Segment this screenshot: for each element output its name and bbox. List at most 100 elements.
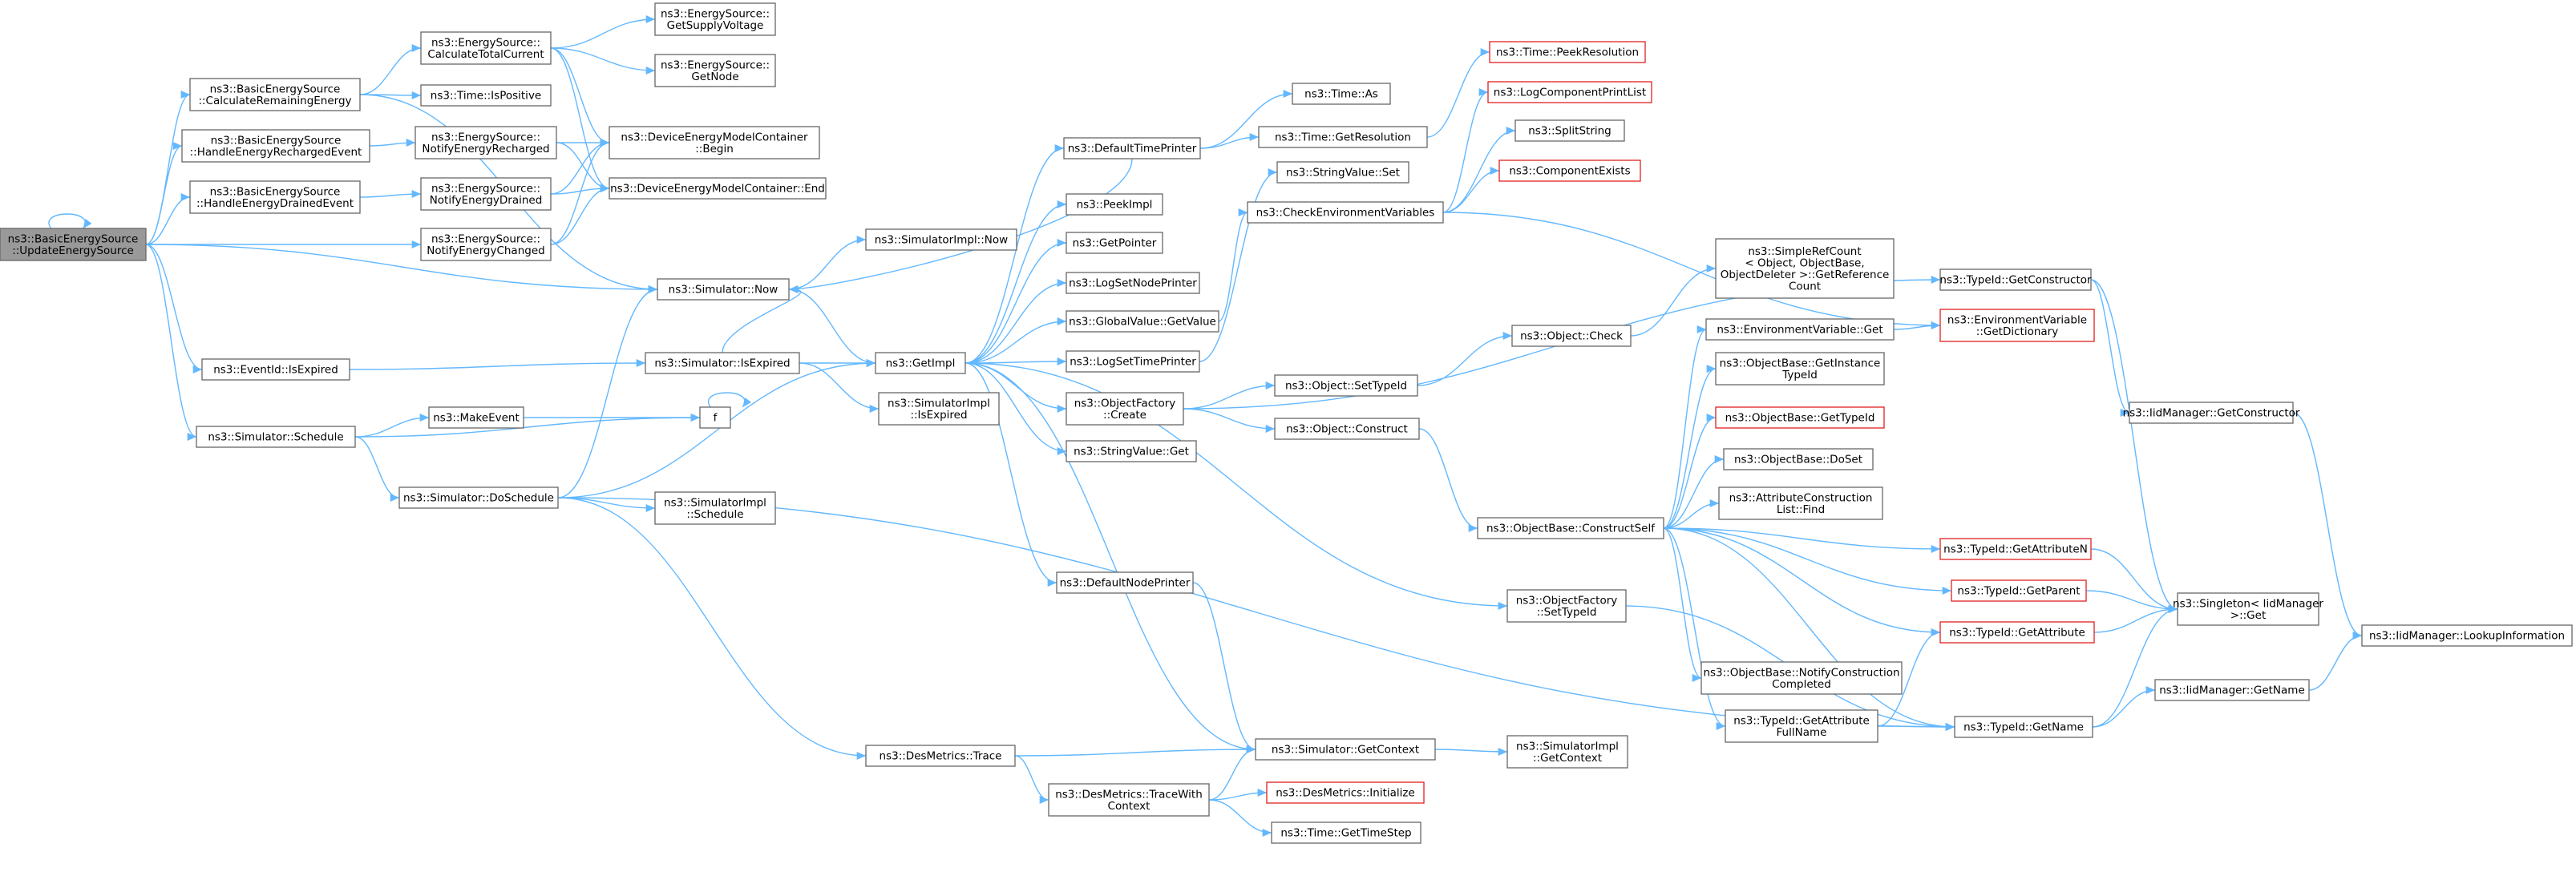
node-objectCheck[interactable]: ns3::Object::Check <box>1511 325 1632 347</box>
edge-simSchedule-to-makeEvent <box>354 413 430 438</box>
node-objectBaseConstructSelf[interactable]: ns3::ObjectBase::ConstructSelf <box>1477 517 1664 539</box>
node-objectBaseNotifyConstructionCompleted[interactable]: ns3::ObjectBase::NotifyConstructionCompl… <box>1700 661 1903 695</box>
node-objectBaseGetTypeId[interactable]: ns3::ObjectBase::GetTypeId <box>1715 406 1885 429</box>
node-objectBaseDoSet[interactable]: ns3::ObjectBase::DoSet <box>1723 448 1874 470</box>
node-notifyDrained[interactable]: ns3::EnergySource::NotifyEnergyDrained <box>420 177 552 211</box>
node-simNow[interactable]: ns3::Simulator::Now <box>657 278 790 301</box>
node-label: ::SetTypeId <box>1537 606 1597 619</box>
node-box <box>1487 81 1652 103</box>
node-demcBegin[interactable]: ns3::DeviceEnergyModelContainer::Begin <box>609 126 820 159</box>
node-f[interactable]: f <box>699 406 731 429</box>
node-typeIdGetAttribute[interactable]: ns3::TypeId::GetAttribute <box>1939 621 2095 644</box>
node-typeIdGetParent[interactable]: ns3::TypeId::GetParent <box>1951 579 2087 602</box>
node-getPointer[interactable]: ns3::GetPointer <box>1066 232 1163 254</box>
node-simImplNow[interactable]: ns3::SimulatorImpl::Now <box>865 228 1017 251</box>
edge <box>1014 745 1256 757</box>
node-timeAs[interactable]: ns3::Time::As <box>1292 83 1391 105</box>
node-box <box>699 406 731 429</box>
node-desMetricsTrace[interactable]: ns3::DesMetrics::Trace <box>865 745 1016 767</box>
node-box <box>420 84 552 107</box>
node-simImplIsExpired[interactable]: ns3::SimulatorImpl::IsExpired <box>878 392 1000 426</box>
node-notifyChanged[interactable]: ns3::EnergySource::NotifyEnergyChanged <box>420 228 552 261</box>
node-simSchedule[interactable]: ns3::Simulator::Schedule <box>196 426 356 448</box>
node-envVarGet[interactable]: ns3::EnvironmentVariable::Get <box>1705 318 1895 341</box>
node-stringValueGet[interactable]: ns3::StringValue::Get <box>1066 440 1197 462</box>
node-simImplGetContext[interactable]: ns3::SimulatorImpl::GetContext <box>1506 735 1628 769</box>
node-timeIsPositive[interactable]: ns3::Time::IsPositive <box>420 84 552 107</box>
node-iidManagerGetConstructor[interactable]: ns3::IidManager::GetConstructor <box>2123 402 2300 424</box>
edge-simSchedule-to-simDoSchedule <box>354 436 400 503</box>
node-box <box>875 352 966 374</box>
node-label: ns3::SplitString <box>1528 125 1612 138</box>
node-handleDrained[interactable]: ns3::BasicEnergySource::HandleEnergyDrai… <box>189 180 361 214</box>
edge <box>1434 747 1508 757</box>
node-root[interactable]: ns3::BasicEnergySource::UpdateEnergySour… <box>0 228 147 261</box>
node-typeIdGetName[interactable]: ns3::TypeId::GetName <box>1954 716 2093 738</box>
node-makeEvent[interactable]: ns3::MakeEvent <box>428 406 524 429</box>
edge-simDoSchedule-to-simNow <box>557 285 658 499</box>
node-componentExists[interactable]: ns3::ComponentExists <box>1498 159 1641 182</box>
node-timeGetTimeStep[interactable]: ns3::Time::GetTimeStep <box>1271 821 1421 844</box>
node-label: CalculateTotalCurrent <box>427 48 544 61</box>
node-logSetNodePrinter[interactable]: ns3::LogSetNodePrinter <box>1066 272 1200 294</box>
edge-logSetTimePrinter-to-stringValueSet <box>1199 168 1278 362</box>
node-calcTotalCurrent[interactable]: ns3::EnergySource::CalculateTotalCurrent <box>420 31 552 65</box>
node-simGetContext[interactable]: ns3::Simulator::GetContext <box>1255 738 1436 761</box>
node-globalValueGetValue[interactable]: ns3::GlobalValue::GetValue <box>1066 310 1219 333</box>
node-label: ns3::AttributeConstruction <box>1729 491 1873 504</box>
edge-handleDrained-to-notifyDrained <box>359 189 422 199</box>
node-typeIdGetAttributeN[interactable]: ns3::TypeId::GetAttributeN <box>1939 538 2092 560</box>
node-simIsExpired[interactable]: ns3::Simulator::IsExpired <box>645 352 800 374</box>
node-eventIsExpired[interactable]: ns3::EventId::IsExpired <box>201 358 350 381</box>
node-getSupplyVoltage[interactable]: ns3::EnergySource::GetSupplyVoltage <box>654 2 776 36</box>
edge <box>550 47 656 75</box>
edge-f-to-f <box>707 392 752 408</box>
node-typeIdGetConstructor[interactable]: ns3::TypeId::GetConstructor <box>1939 268 2092 291</box>
node-simDoSchedule[interactable]: ns3::Simulator::DoSchedule <box>398 486 559 509</box>
node-objectConstruct[interactable]: ns3::Object::Construct <box>1274 418 1420 440</box>
node-getImpl[interactable]: ns3::GetImpl <box>875 352 966 374</box>
node-objectFactorySetTypeId[interactable]: ns3::ObjectFactory::SetTypeId <box>1506 589 1627 623</box>
edge <box>1663 527 1702 682</box>
edge <box>354 413 430 438</box>
node-splitString[interactable]: ns3::SplitString <box>1514 119 1625 142</box>
node-getNode[interactable]: ns3::EnergySource::GetNode <box>654 54 776 87</box>
node-box <box>1939 621 2095 644</box>
node-label: GetNode <box>691 71 738 83</box>
node-simImplSchedule[interactable]: ns3::SimulatorImpl::Schedule <box>654 491 776 525</box>
node-iidManagerGetName[interactable]: ns3::IidManager::GetName <box>2154 679 2310 701</box>
edge-desMetricsTrace-to-simGetContext <box>1014 745 1256 757</box>
node-box <box>1066 392 1184 426</box>
node-calcRemaining[interactable]: ns3::BasicEnergySource::CalculateRemaini… <box>189 78 361 111</box>
node-objectFactoryCreate[interactable]: ns3::ObjectFactory::Create <box>1066 392 1184 426</box>
node-simpleRefCount[interactable]: ns3::SimpleRefCount< Object, ObjectBase,… <box>1715 238 1895 299</box>
edge <box>1877 628 1941 727</box>
node-iidManagerLookupInformation[interactable]: ns3::IidManager::LookupInformation <box>2361 624 2573 647</box>
node-demcEnd[interactable]: ns3::DeviceEnergyModelContainer::End <box>609 177 827 200</box>
node-notifyRecharged[interactable]: ns3::EnergySource::NotifyEnergyRecharged <box>415 126 557 159</box>
node-desMetricsInitialize[interactable]: ns3::DesMetrics::Initialize <box>1266 781 1425 804</box>
edge <box>2092 604 2178 728</box>
node-timeGetResolution[interactable]: ns3::Time::GetResolution <box>1258 126 1428 148</box>
node-label: ns3::LogComponentPrintList <box>1494 87 1646 99</box>
node-box <box>654 54 776 87</box>
node-objectSetTypeId[interactable]: ns3::Object::SetTypeId <box>1274 374 1418 397</box>
node-timePeekResolution[interactable]: ns3::Time::PeekResolution <box>1489 41 1646 63</box>
node-handleRecharged[interactable]: ns3::BasicEnergySource::HandleEnergyRech… <box>181 129 370 163</box>
node-logComponentPrintList[interactable]: ns3::LogComponentPrintList <box>1487 81 1652 103</box>
node-label: ns3::DesMetrics::Initialize <box>1276 787 1415 800</box>
node-defaultNodePrinter[interactable]: ns3::DefaultNodePrinter <box>1056 571 1194 594</box>
node-label: ns3::GetImpl <box>886 357 956 370</box>
node-stringValueSet[interactable]: ns3::StringValue::Set <box>1276 161 1409 184</box>
node-peekImpl[interactable]: ns3::PeekImpl <box>1066 193 1163 216</box>
node-box <box>1489 41 1646 63</box>
node-checkEnvVars[interactable]: ns3::CheckEnvironmentVariables <box>1247 201 1444 224</box>
node-envVarGetDictionary[interactable]: ns3::EnvironmentVariable::GetDictionary <box>1939 309 2095 342</box>
node-logSetTimePrinter[interactable]: ns3::LogSetTimePrinter <box>1066 350 1200 373</box>
node-singletonGet[interactable]: ns3::Singleton< IidManager>::Get <box>2173 592 2323 626</box>
node-defaultTimePrinter[interactable]: ns3::DefaultTimePrinter <box>1063 137 1201 159</box>
